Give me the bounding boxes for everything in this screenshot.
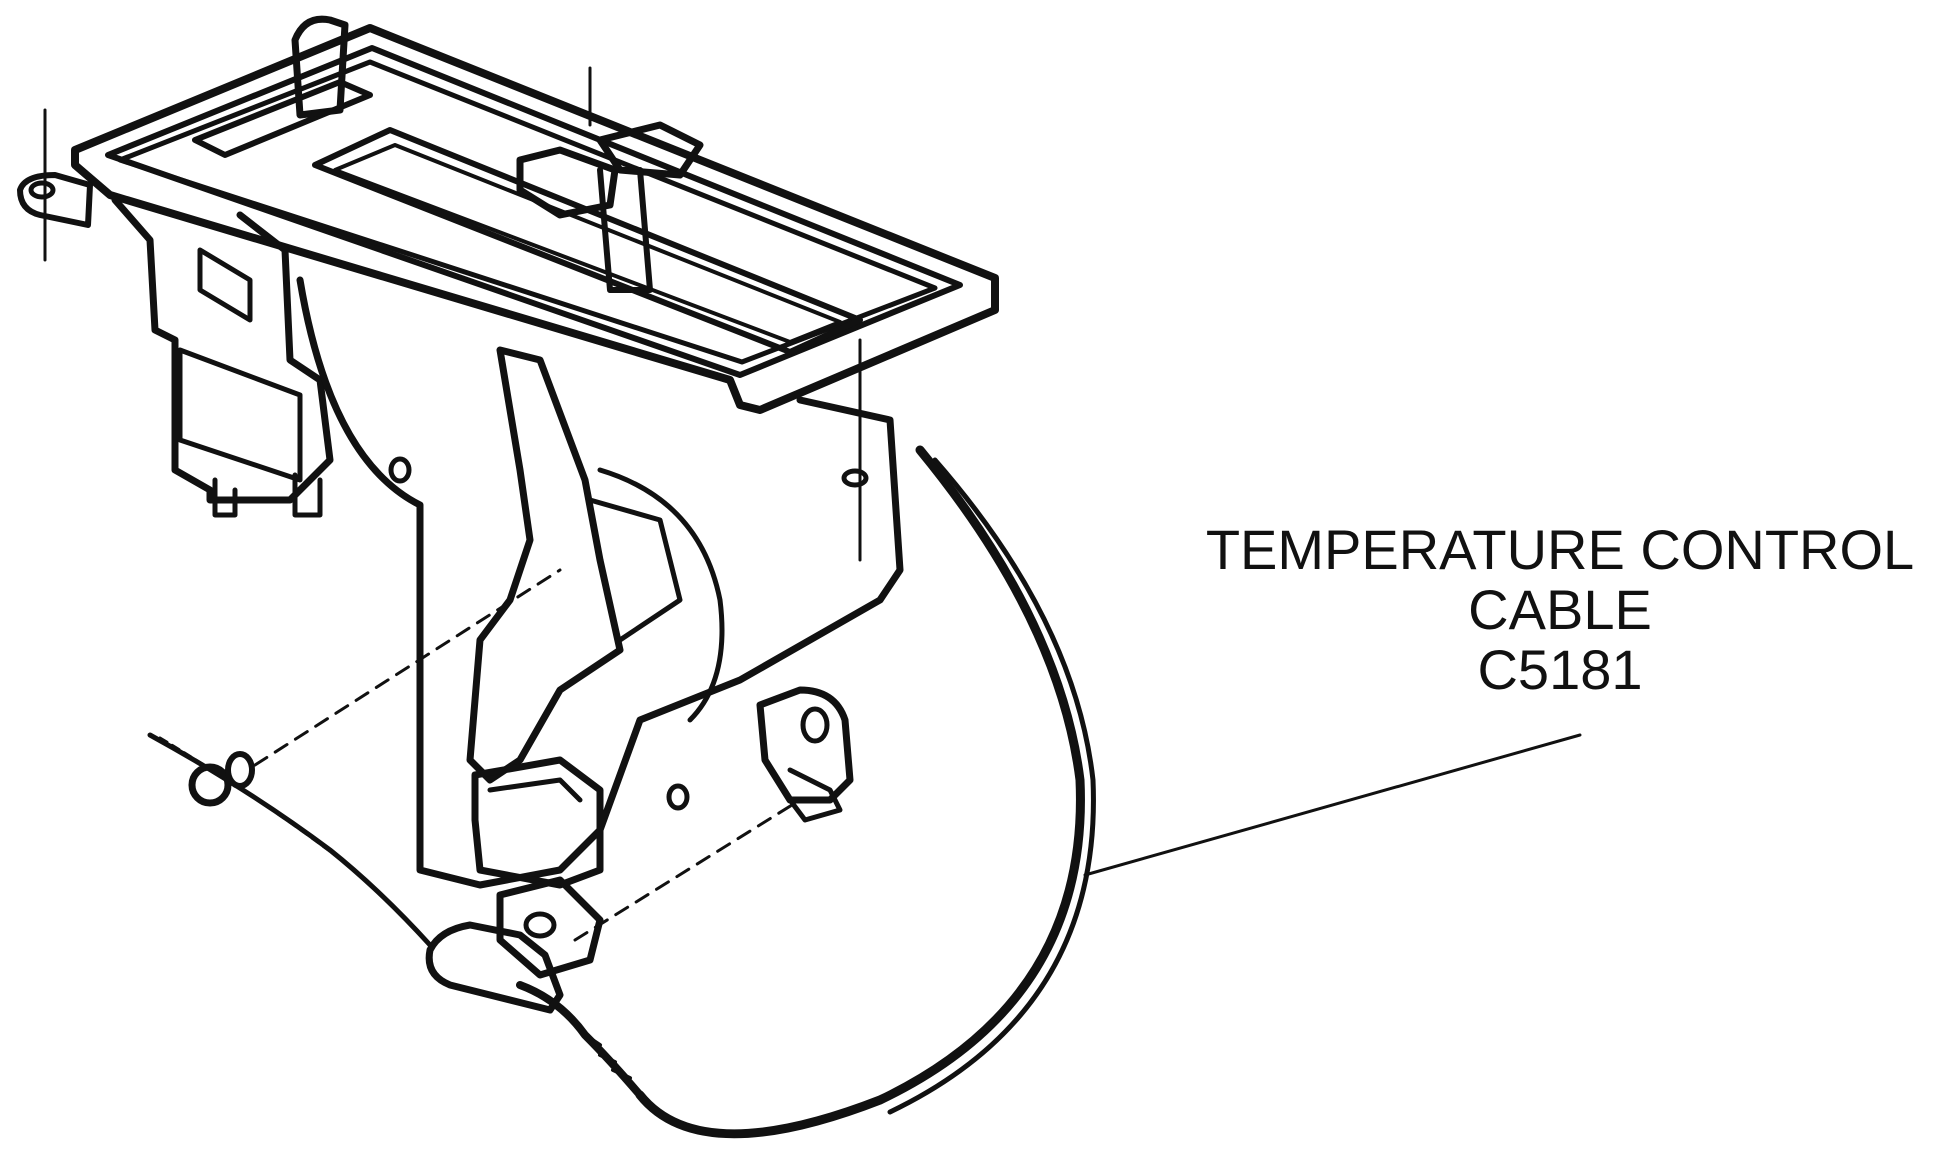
callout-title-line2: CABLE (1468, 578, 1652, 641)
callout-leader-line (1083, 733, 1582, 877)
control-head-frame (17, 24, 999, 562)
callout-label: TEMPERATURE CONTROL CABLE C5181 (1170, 520, 1943, 700)
assembly-guide-lines (253, 568, 802, 942)
temperature-control-cable (147, 445, 1096, 1139)
callout-title-line1: TEMPERATURE CONTROL (1205, 518, 1915, 581)
callout-part-number: C5181 (1477, 638, 1643, 701)
left-housing (111, 196, 334, 518)
center-arm-and-plate (296, 276, 904, 889)
control-levers (291, 15, 704, 293)
